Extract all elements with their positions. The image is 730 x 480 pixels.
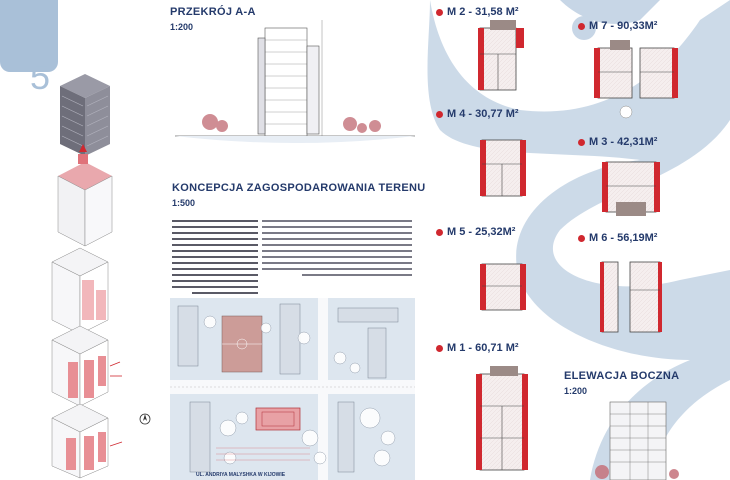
plan-m7 (594, 40, 678, 119)
unit-label-text: M 1 - 60,71 M² (447, 342, 519, 354)
bullet-icon (436, 110, 443, 118)
unit-label-m1: M 1 - 60,71 M² (436, 342, 519, 354)
section-badge (0, 0, 58, 72)
unit-label-text: M 5 - 25,32M² (447, 226, 516, 238)
floor-plans (476, 20, 678, 471)
plan-m3 (602, 161, 660, 216)
badge-caption (0, 0, 58, 16)
side-elevation-drawing (595, 401, 679, 480)
unit-label-m7: M 7 - 90,33M² (578, 20, 657, 32)
concept-title: KONCEPCJA ZAGOSPODAROWANIA TERENU (172, 182, 426, 194)
bullet-icon (436, 228, 443, 236)
unit-label-m5: M 5 - 25,32M² (436, 226, 515, 238)
bullet-icon (578, 138, 585, 146)
north-arrow-icon (139, 413, 151, 425)
concept-scale: 1:500 (172, 198, 196, 208)
side-elevation-title: ELEWACJA BOCZNA (564, 370, 680, 382)
unit-label-m4: M 4 - 30,77 M² (436, 108, 519, 120)
section-number: 5 (30, 56, 51, 97)
plan-m5 (480, 263, 526, 311)
iso-building-5 (51, 403, 123, 479)
unit-label-text: M 4 - 30,77 M² (447, 108, 519, 120)
site-plan (170, 298, 415, 480)
plan-m4 (480, 139, 526, 197)
building-adaptation-diagrams (51, 74, 123, 479)
concept-text-left (172, 220, 258, 294)
concept-text-right (262, 220, 412, 276)
unit-label-text: M 6 - 56,19M² (589, 232, 658, 244)
bullet-icon (436, 8, 443, 16)
section-a-title: PRZEKRÓJ A-A (170, 6, 256, 18)
unit-label-m2: M 2 - 31,58 M² (436, 6, 519, 18)
plan-m1 (476, 366, 528, 471)
unit-label-m3: M 3 - 42,31M² (578, 136, 657, 148)
bullet-icon (436, 344, 443, 352)
unit-label-m6: M 6 - 56,19M² (578, 232, 657, 244)
bullet-icon (578, 234, 585, 242)
unit-label-text: M 3 - 42,31M² (589, 136, 658, 148)
side-elevation-scale: 1:200 (564, 386, 588, 396)
section-a-scale: 1:200 (170, 22, 194, 32)
section-a-drawing (175, 20, 415, 143)
iso-building-4 (51, 325, 122, 407)
unit-label-text: M 2 - 31,58 M² (447, 6, 519, 18)
iso-building-3 (51, 247, 109, 335)
bullet-icon (578, 22, 585, 30)
iso-building-2 (57, 144, 113, 247)
plan-m6 (600, 261, 662, 333)
unit-label-text: M 7 - 90,33M² (589, 20, 658, 32)
site-label: ul. Andriya Malyshka w Kijowie (196, 472, 286, 478)
plan-m2 (478, 20, 524, 91)
iso-building-1 (60, 74, 110, 156)
